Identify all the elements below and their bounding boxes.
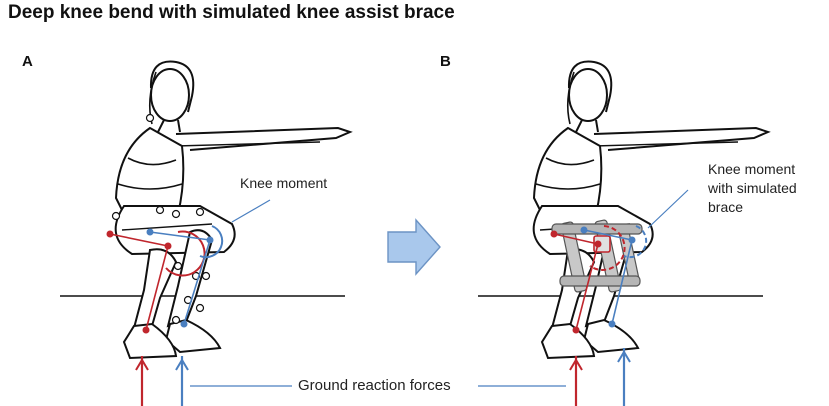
panel-label-b: B — [440, 53, 451, 70]
knee-moment-line-2: with simulated — [708, 180, 797, 196]
knee-moment-line-1: Knee moment — [708, 161, 796, 177]
squatting-figure-b — [478, 60, 769, 406]
knee-moment-line-3: brace — [708, 199, 744, 215]
knee-moment-label-b: Knee moment with simulated brace — [708, 160, 797, 217]
transition-arrow-icon — [387, 218, 441, 276]
ground-reaction-forces-label: Ground reaction forces — [298, 377, 451, 394]
squatting-figure-a — [60, 60, 352, 406]
knee-moment-label-a: Knee moment — [240, 175, 328, 191]
figure-title: Deep knee bend with simulated knee assis… — [8, 2, 455, 23]
blue-segments-a — [149, 225, 224, 406]
panel-label-a: A — [22, 53, 33, 70]
